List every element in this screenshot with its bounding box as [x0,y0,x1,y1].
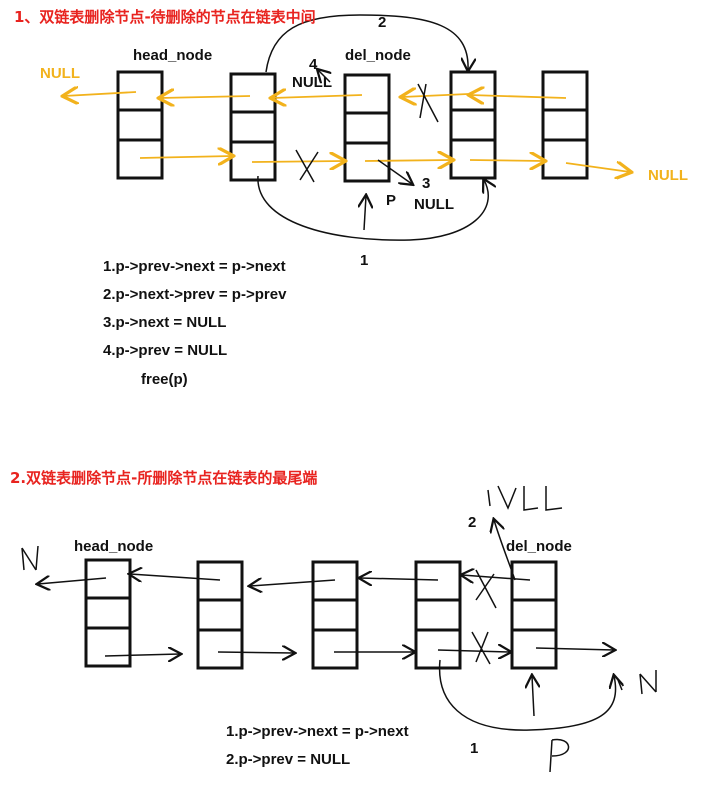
section1-title: 1、双链表删除节点-待删除的节点在链表中间 [14,8,316,26]
s1-p-label: P [386,192,397,209]
s1-code-line-2: 2.p->next->prev = p->prev [103,286,287,303]
s2-step-1: 1 [470,740,479,757]
s1-node-4 [449,70,497,180]
s1-code-line-3: 3.p->next = NULL [103,314,227,331]
s1-head-node-label: head_node [133,47,213,64]
s1-del-node-label: del_node [345,47,411,64]
s1-code-line-1: 1.p->prev->next = p->next [103,258,286,275]
s1-code-line-4: 4.p->prev = NULL [103,342,228,359]
s1-step-4: 4 [309,56,318,73]
s2-node-del [510,560,558,670]
s1-black-strokes [257,14,488,241]
s1-null-3: NULL [414,196,454,213]
s2-del-node-label: del_node [506,538,572,555]
s1-node-2 [229,72,277,182]
s1-null-right: NULL [648,167,688,184]
s2-node-1 [84,558,132,668]
s2-head-node-label: head_node [74,538,154,555]
s1-step-1: 1 [360,252,369,269]
s1-yellow-arrows [64,92,630,172]
s1-null-4: NULL [292,74,332,91]
section2-title: 2.双链表删除节点-所删除节点在链表的最尾端 [10,469,318,487]
s1-node-5 [541,70,589,180]
s1-step-2: 2 [378,14,387,31]
s1-node-1 [116,70,164,180]
s1-code-line-5: free(p) [141,371,188,388]
s2-code-line-1: 1.p->prev->next = p->next [226,723,409,740]
s2-step-2: 2 [468,514,477,531]
s2-node-2 [196,560,244,670]
s1-node-del [343,73,391,183]
s1-null-left: NULL [40,65,80,82]
s1-step-3: 3 [422,175,431,192]
s2-black-strokes [21,485,657,773]
s2-code-line-2: 2.p->prev = NULL [226,751,351,768]
s2-node-3 [311,560,359,670]
s2-node-4 [414,560,462,670]
